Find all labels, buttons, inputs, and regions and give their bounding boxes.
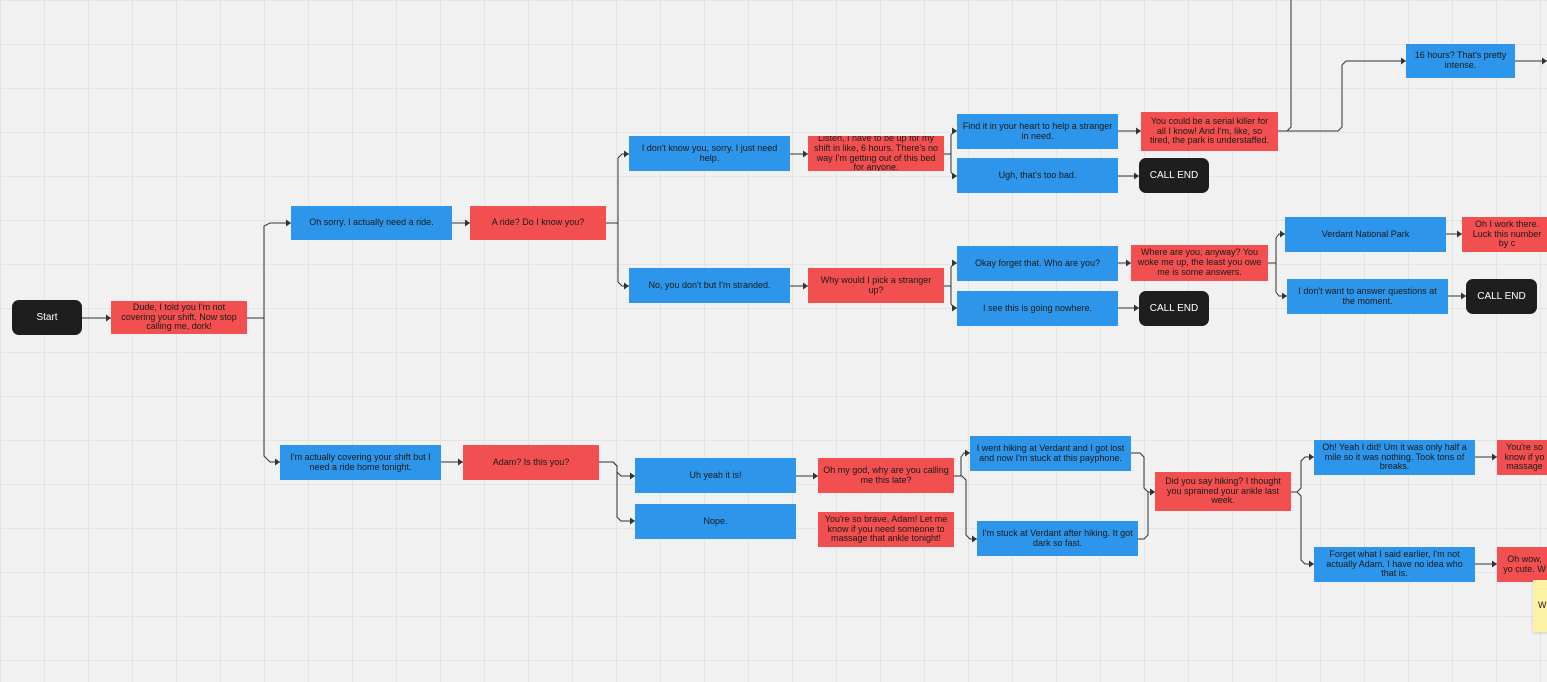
connector-line	[1291, 456, 1314, 493]
node-okay-forget[interactable]: Okay forget that. Who are you?	[957, 246, 1118, 281]
node-went-hiking-label: I went hiking at Verdant and I got lost …	[976, 442, 1125, 463]
connector-line	[1278, 0, 1292, 132]
connector-line	[1138, 491, 1155, 540]
node-dude[interactable]: Dude, I told you I'm not covering your s…	[111, 301, 247, 334]
node-adam-label: Adam? Is this you?	[492, 456, 570, 467]
node-forget-what-label: Forget what I said earlier, I'm not actu…	[1326, 548, 1463, 579]
node-did-you-say-label: Did you say hiking? I thought you sprain…	[1165, 475, 1281, 506]
node-where-are-you-label: Where are you, anyway? You woke me up, t…	[1137, 247, 1262, 277]
node-why-pick[interactable]: Why would I pick a stranger up?	[808, 268, 944, 303]
node-listen[interactable]: Listen, I have to be up for my shift in …	[808, 136, 944, 171]
node-covering[interactable]: I'm actually covering your shift but I n…	[280, 445, 441, 480]
node-call-end-3[interactable]: CALL END	[1139, 291, 1209, 326]
node-dude-label: Dude, I told you I'm not covering your s…	[121, 301, 237, 332]
node-serial-label: You could be a serial killer for all I k…	[1150, 115, 1269, 146]
node-dont-want[interactable]: I don't want to answer questions at the …	[1287, 279, 1448, 314]
connector-line	[247, 222, 291, 319]
node-ugh-label: Ugh, that's too bad.	[998, 169, 1077, 180]
node-start[interactable]: Start	[12, 300, 82, 335]
node-oh-my-god[interactable]: Oh my god, why are you calling me this l…	[818, 458, 954, 493]
node-dont-want-label: I don't want to answer questions at the …	[1298, 285, 1437, 306]
node-adam[interactable]: Adam? Is this you?	[463, 445, 599, 480]
connector-line	[954, 475, 977, 540]
node-listen-label: Listen, I have to be up for my shift in …	[813, 136, 939, 171]
node-dont-know[interactable]: I don't know you, sorry. I just need hel…	[629, 136, 790, 171]
node-youre-so[interactable]: You're so know if yo massage	[1497, 440, 1547, 475]
node-find-it-label: Find it in your heart to help a stranger…	[962, 120, 1113, 141]
node-uh-yeah-label: Uh yeah it is!	[689, 469, 742, 480]
node-stuck-verdant-label: I'm stuck at Verdant after hiking. It go…	[982, 527, 1133, 548]
node-a-ride[interactable]: A ride? Do I know you?	[470, 206, 606, 240]
node-no-stranded[interactable]: No, you don't but I'm stranded.	[629, 268, 790, 303]
connector-line	[599, 461, 635, 522]
connector-line	[1268, 233, 1285, 264]
connector-line	[954, 452, 970, 477]
node-find-it[interactable]: Find it in your heart to help a stranger…	[957, 114, 1118, 149]
node-okay-forget-label: Okay forget that. Who are you?	[974, 257, 1101, 268]
node-oh-yeah-did[interactable]: Oh! Yeah I did! Um it was only half a mi…	[1314, 440, 1475, 475]
node-verdant[interactable]: Verdant National Park	[1285, 217, 1446, 252]
connector-arrowhead	[1542, 57, 1547, 65]
sticky-note[interactable]: W	[1533, 580, 1547, 632]
node-forget-what[interactable]: Forget what I said earlier, I'm not actu…	[1314, 547, 1475, 582]
node-sixteen-label: 16 hours? That's pretty intense.	[1414, 50, 1507, 70]
node-call-end-2-label: CALL END	[1477, 291, 1526, 302]
sticky-note-label: W	[1538, 600, 1547, 611]
connector-line	[606, 222, 629, 287]
node-a-ride-label: A ride? Do I know you?	[491, 217, 585, 228]
node-see-nowhere-label: I see this is going nowhere.	[982, 302, 1093, 313]
node-oh-i-work[interactable]: Oh I work there. Luck this number by c	[1462, 217, 1547, 252]
connector-line	[944, 153, 957, 177]
connector-line	[599, 461, 635, 477]
node-where-are-you[interactable]: Where are you, anyway? You woke me up, t…	[1131, 245, 1268, 281]
connector-line	[944, 130, 957, 155]
node-nope-label: Nope.	[703, 515, 728, 526]
node-call-end-1[interactable]: CALL END	[1139, 158, 1209, 193]
connector-line	[944, 285, 957, 309]
node-why-pick-label: Why would I pick a stranger up?	[820, 274, 932, 295]
connector-line	[1268, 262, 1287, 297]
node-did-you-say[interactable]: Did you say hiking? I thought you sprain…	[1155, 472, 1291, 511]
node-oh-sorry-label: Oh sorry. I actually need a ride.	[309, 217, 434, 228]
node-start-label: Start	[36, 312, 58, 323]
node-oh-wow-label: Oh wow, yo cute. W	[1503, 553, 1546, 574]
node-nope[interactable]: Nope.	[635, 504, 796, 539]
node-stuck-verdant[interactable]: I'm stuck at Verdant after hiking. It go…	[977, 521, 1138, 556]
connector-line	[247, 317, 280, 463]
node-call-end-3-label: CALL END	[1149, 303, 1199, 314]
connector-line	[1291, 491, 1314, 565]
node-dont-know-label: I don't know you, sorry. I just need hel…	[641, 142, 778, 163]
node-call-end-2[interactable]: CALL END	[1466, 279, 1537, 314]
node-ugh[interactable]: Ugh, that's too bad.	[957, 158, 1118, 193]
node-youre-so-label: You're so know if yo massage	[1504, 441, 1545, 472]
node-so-brave[interactable]: You're so brave, Adam! Let me know if yo…	[818, 512, 954, 547]
node-sixteen[interactable]: 16 hours? That's pretty intense.	[1406, 44, 1515, 78]
connector-line	[1278, 60, 1406, 132]
node-oh-i-work-label: Oh I work there. Luck this number by c	[1472, 218, 1542, 249]
node-call-end-1-label: CALL END	[1149, 170, 1199, 181]
node-so-brave-label: You're so brave, Adam! Let me know if yo…	[824, 513, 948, 544]
connector-line	[606, 153, 629, 224]
connector-line	[1131, 452, 1155, 493]
node-see-nowhere[interactable]: I see this is going nowhere.	[957, 291, 1118, 326]
node-no-stranded-label: No, you don't but I'm stranded.	[648, 279, 771, 290]
node-oh-my-god-label: Oh my god, why are you calling me this l…	[823, 464, 949, 485]
connector-line	[944, 262, 957, 287]
node-uh-yeah[interactable]: Uh yeah it is!	[635, 458, 796, 493]
node-oh-sorry[interactable]: Oh sorry. I actually need a ride.	[291, 206, 452, 240]
node-oh-yeah-did-label: Oh! Yeah I did! Um it was only half a mi…	[1322, 441, 1467, 472]
node-went-hiking[interactable]: I went hiking at Verdant and I got lost …	[970, 436, 1131, 471]
node-verdant-label: Verdant National Park	[1321, 228, 1410, 239]
node-covering-label: I'm actually covering your shift but I n…	[290, 451, 431, 472]
node-oh-wow[interactable]: Oh wow, yo cute. W	[1497, 547, 1547, 582]
node-serial[interactable]: You could be a serial killer for all I k…	[1141, 112, 1278, 151]
